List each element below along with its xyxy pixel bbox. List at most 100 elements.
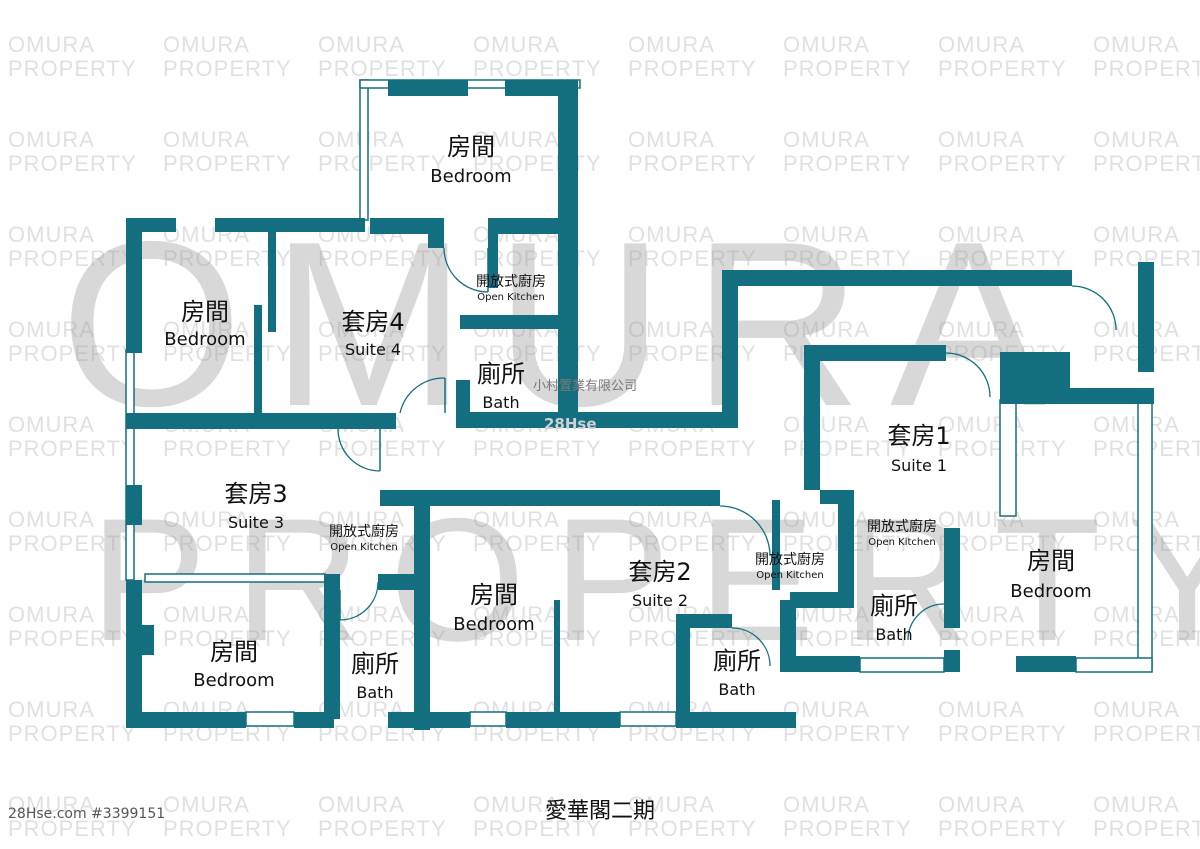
watermark-tile-line1: OMURA: [938, 792, 1025, 817]
watermark-tile-line2: PROPERTY: [473, 56, 602, 81]
watermark-tile-line2: PROPERTY: [473, 151, 602, 176]
watermark-tile-line1: OMURA: [628, 32, 715, 57]
watermark-tile-line2: PROPERTY: [783, 151, 912, 176]
watermark-tile-line1: OMURA: [783, 507, 870, 532]
window-bottom-5: [1075, 657, 1153, 673]
window-bottom-3: [619, 711, 677, 727]
room-label-bath-top-zh: 廁所: [477, 360, 525, 388]
watermark-tile-line1: OMURA: [8, 507, 95, 532]
watermark-tile-line1: OMURA: [1093, 412, 1180, 437]
watermark-tile-line2: PROPERTY: [318, 816, 447, 841]
watermark-tile-line1: OMURA: [1093, 222, 1180, 247]
window-bottom-4: [859, 657, 945, 673]
room-label-suite2-en: Suite 2: [632, 591, 688, 610]
room-labels: 房間 Bedroom 房間 Bedroom 套房4 Suite 4 開放式廚房 …: [164, 133, 1091, 702]
watermark-tile-line1: OMURA: [1093, 317, 1180, 342]
watermark-tile-line1: OMURA: [473, 792, 560, 817]
room-label-bedroom-mid-zh: 房間: [470, 581, 518, 609]
watermark-tile-line1: OMURA: [938, 222, 1025, 247]
watermark-tile-line1: OMURA: [783, 792, 870, 817]
watermark-tile-line2: PROPERTY: [163, 151, 292, 176]
watermark-tile-line1: OMURA: [8, 127, 95, 152]
watermark-tile-line2: PROPERTY: [318, 151, 447, 176]
watermark-tile-line2: PROPERTY: [783, 56, 912, 81]
watermark-tile-line1: OMURA: [783, 697, 870, 722]
watermark-tile-line1: OMURA: [628, 317, 715, 342]
watermark-tile-line1: OMURA: [628, 792, 715, 817]
watermark-tile-line1: OMURA: [938, 32, 1025, 57]
room-label-bath-s2-zh: 廁所: [713, 647, 761, 675]
company-watermark: 小村置業有限公司: [533, 379, 638, 394]
watermark-tile-line2: PROPERTY: [163, 816, 292, 841]
watermark-tile-line1: OMURA: [318, 507, 405, 532]
room-label-kitchen-s1-zh: 開放式廚房: [867, 518, 937, 535]
room-label-bath-s3-en: Bath: [356, 683, 393, 702]
watermark-tile-line2: PROPERTY: [8, 626, 137, 651]
watermark-tile-line2: PROPERTY: [628, 531, 757, 556]
room-label-bath-s1-zh: 廁所: [870, 592, 918, 620]
watermark-tile-line2: PROPERTY: [628, 816, 757, 841]
watermark-tile-line1: OMURA: [783, 412, 870, 437]
room-label-bath-s2-en: Bath: [718, 680, 755, 699]
room-label-kitchen-s2-zh: 開放式廚房: [755, 551, 825, 568]
watermark-tile-line2: PROPERTY: [8, 341, 137, 366]
watermark-tile-line2: PROPERTY: [783, 246, 912, 271]
room-label-bath-s3-zh: 廁所: [351, 650, 399, 678]
watermark-tile-line2: PROPERTY: [8, 531, 137, 556]
watermark-tile-line1: OMURA: [783, 127, 870, 152]
watermark-tile-line2: PROPERTY: [8, 436, 137, 461]
watermark-tile-line2: PROPERTY: [8, 56, 137, 81]
watermark-tile-line1: OMURA: [473, 602, 560, 627]
watermark-tile-line2: PROPERTY: [1093, 56, 1200, 81]
watermark-tile-line2: PROPERTY: [628, 151, 757, 176]
site-watermark: 28Hse: [544, 415, 597, 433]
room-label-bedroom-mid-en: Bedroom: [453, 614, 534, 635]
watermark-tile-line2: PROPERTY: [938, 246, 1067, 271]
listing-reference: 28Hse.com #3399151: [8, 806, 166, 822]
window-top: [359, 79, 581, 89]
room-label-kitchen-top-en: Open Kitchen: [477, 292, 544, 303]
watermark-tile-line2: PROPERTY: [163, 531, 292, 556]
watermark-tile-line1: OMURA: [628, 127, 715, 152]
watermark-tile-line1: OMURA: [783, 222, 870, 247]
room-label-suite3-zh: 套房3: [224, 480, 287, 508]
windows: [125, 79, 1153, 727]
watermark-tile-line2: PROPERTY: [1093, 151, 1200, 176]
watermark-tile-line2: PROPERTY: [783, 816, 912, 841]
watermark-tile-line2: PROPERTY: [628, 436, 757, 461]
watermark-tile-line2: PROPERTY: [8, 721, 137, 746]
watermark-tile-line1: OMURA: [318, 317, 405, 342]
watermark-tile-line1: OMURA: [8, 697, 95, 722]
window-left: [125, 349, 135, 581]
watermark-tile-line2: PROPERTY: [628, 56, 757, 81]
watermark-tile-line1: OMURA: [163, 792, 250, 817]
watermark-tile-line1: OMURA: [318, 792, 405, 817]
watermark-tile-line1: OMURA: [473, 127, 560, 152]
room-label-bath-s1-en: Bath: [875, 625, 912, 644]
room-label-bedroom-bl-en: Bedroom: [193, 670, 274, 691]
watermark-tile-line1: OMURA: [938, 127, 1025, 152]
room-label-suite4-en: Suite 4: [345, 340, 401, 359]
watermark-tile-line1: OMURA: [318, 32, 405, 57]
room-label-bedroom-right-en: Bedroom: [1010, 581, 1091, 602]
room-label-kitchen-s2-en: Open Kitchen: [756, 570, 823, 581]
watermark-tile-line1: OMURA: [1093, 507, 1180, 532]
watermark-tile-line2: PROPERTY: [1093, 816, 1200, 841]
watermark-tile-line1: OMURA: [8, 412, 95, 437]
walls: [126, 80, 1154, 730]
watermark-tile-line1: OMURA: [628, 507, 715, 532]
watermark-tile-line2: PROPERTY: [473, 341, 602, 366]
building-name: 愛華閣二期: [544, 799, 655, 824]
watermark-tile-line1: OMURA: [8, 792, 95, 817]
watermark-tile-line1: OMURA: [1093, 697, 1180, 722]
watermark-tile-line1: OMURA: [8, 602, 95, 627]
room-label-kitchen-s1-en: Open Kitchen: [868, 537, 935, 548]
watermark-tile-line2: PROPERTY: [318, 246, 447, 271]
room-label-kitchen-s3-en: Open Kitchen: [330, 542, 397, 553]
watermark-tile-line1: OMURA: [473, 32, 560, 57]
watermark-tile-line1: OMURA: [163, 507, 250, 532]
watermark-tile-line2: PROPERTY: [163, 626, 292, 651]
window-bottom-2: [469, 711, 507, 727]
room-label-suite1-zh: 套房1: [887, 422, 950, 450]
watermark-tile-line1: OMURA: [783, 32, 870, 57]
